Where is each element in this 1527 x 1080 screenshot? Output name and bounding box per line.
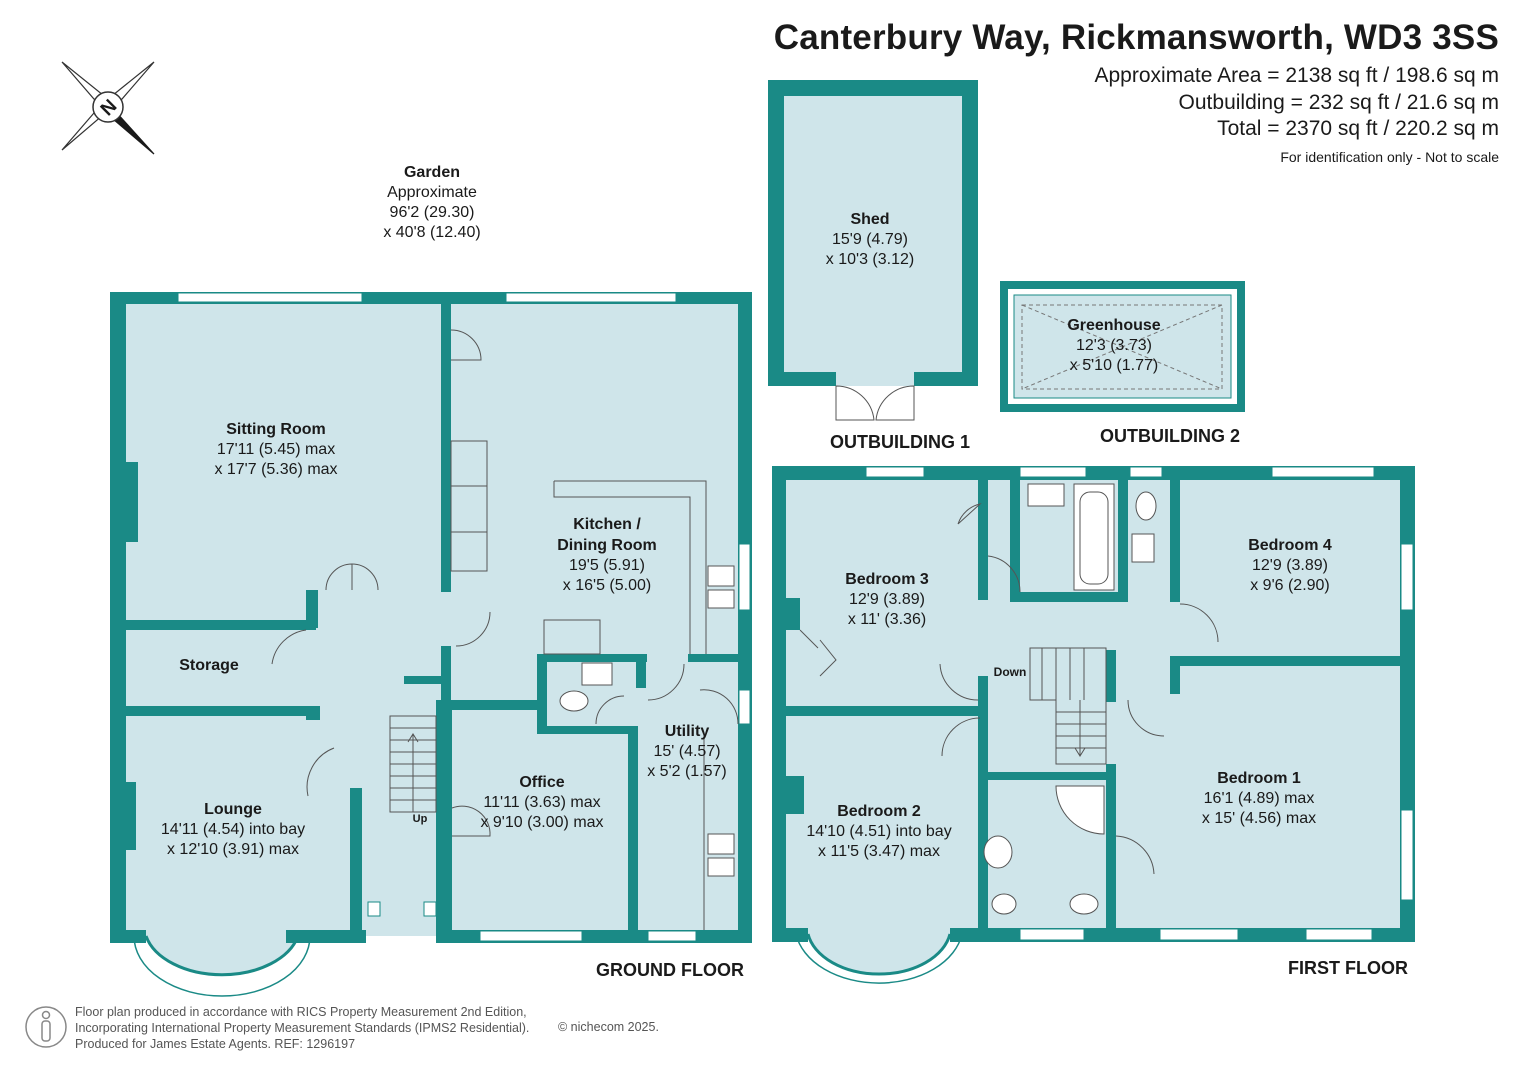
room-kitchen-name-2: Dining Room <box>557 537 657 554</box>
room-sitting-dim-1: 17'11 (5.45) max <box>217 441 335 458</box>
footer-line-3: Produced for James Estate Agents. REF: 1… <box>75 1037 356 1051</box>
garden-dim-1: Approximate <box>387 184 477 201</box>
room-greenhouse-dim-1: 12'3 (3.73) <box>1076 337 1152 354</box>
approximate-area: Approximate Area = 2138 sq ft / 198.6 sq… <box>1094 64 1500 87</box>
garden-name: Garden <box>404 164 460 181</box>
room-lounge-dim-2: x 12'10 (3.91) max <box>167 841 299 858</box>
room-bed3-dim-1: 12'9 (3.89) <box>849 591 925 608</box>
first-floor-label: FIRST FLOOR <box>1288 958 1408 978</box>
room-kitchen-dim-2: x 16'5 (5.00) <box>563 577 651 594</box>
room-bed4-dim-2: x 9'6 (2.90) <box>1250 577 1330 594</box>
footer-line-1: Floor plan produced in accordance with R… <box>75 1005 527 1019</box>
ground-floor-label: GROUND FLOOR <box>596 960 744 980</box>
compass-rose-icon: N <box>61 61 155 155</box>
room-bed2-name: Bedroom 2 <box>837 803 921 820</box>
room-lounge-name: Lounge <box>204 801 262 818</box>
room-shed-name: Shed <box>850 211 889 228</box>
garden-label: Garden Approximate 96'2 (29.30) x 40'8 (… <box>383 164 480 241</box>
room-utility-name: Utility <box>665 723 710 740</box>
garden-dim-3: x 40'8 (12.40) <box>383 224 480 241</box>
room-utility-dim-2: x 5'2 (1.57) <box>647 763 727 780</box>
room-lounge-dim-1: 14'11 (4.54) into bay <box>161 821 305 838</box>
room-bed4-name: Bedroom 4 <box>1248 537 1332 554</box>
outbuilding-1-plan: Shed 15'9 (4.79) x 10'3 (3.12) OUTBUILDI… <box>768 80 978 452</box>
room-greenhouse-dim-2: x 5'10 (1.77) <box>1070 357 1158 374</box>
room-kitchen-name-1: Kitchen / <box>573 516 641 533</box>
room-bed1-dim-2: x 15' (4.56) max <box>1202 810 1316 827</box>
room-bed2-dim-2: x 11'5 (3.47) max <box>818 843 940 860</box>
room-kitchen-dim-1: 19'5 (5.91) <box>569 557 645 574</box>
footer-line-2: Incorporating International Property Mea… <box>75 1021 530 1035</box>
total-area: Total = 2370 sq ft / 220.2 sq m <box>1217 117 1499 140</box>
outbuilding-1-label: OUTBUILDING 1 <box>830 432 970 452</box>
room-bed2-dim-1: 14'10 (4.51) into bay <box>806 823 951 840</box>
footer-copyright: © nichecom 2025. <box>558 1020 659 1034</box>
footer-text: Floor plan produced in accordance with R… <box>75 1004 529 1052</box>
outbuilding-area: Outbuilding = 232 sq ft / 21.6 sq m <box>1178 91 1499 114</box>
first-floor-plan: Down Bedroom 3 12'9 (3.89) x 11' (3.36) … <box>772 466 1415 984</box>
ground-floor-plan: Up Sitting Room 17'11 (5.45) max x 17'7 … <box>110 292 752 997</box>
outbuilding-2-plan: Greenhouse 12'3 (3.73) x 5'10 (1.77) OUT… <box>1000 281 1245 446</box>
room-greenhouse-name: Greenhouse <box>1067 317 1160 334</box>
room-shed-dim-2: x 10'3 (3.12) <box>826 251 914 268</box>
identification-note: For identification only - Not to scale <box>1280 149 1499 165</box>
property-address: Canterbury Way, Rickmansworth, WD3 3SS <box>773 18 1499 57</box>
stairs-down-label: Down <box>994 665 1027 679</box>
room-storage-name: Storage <box>179 657 239 674</box>
room-bed4-dim-1: 12'9 (3.89) <box>1252 557 1328 574</box>
room-sitting-name: Sitting Room <box>226 421 326 438</box>
room-bed3-name: Bedroom 3 <box>845 571 929 588</box>
outbuilding-2-label: OUTBUILDING 2 <box>1100 426 1240 446</box>
room-office-name: Office <box>519 774 564 791</box>
room-utility-dim-1: 15' (4.57) <box>653 743 720 760</box>
room-sitting-dim-2: x 17'7 (5.36) max <box>214 461 337 478</box>
room-bed1-name: Bedroom 1 <box>1217 770 1301 787</box>
stairs-up-label: Up <box>413 813 428 825</box>
room-office-dim-2: x 9'10 (3.00) max <box>480 814 603 831</box>
room-shed-dim-1: 15'9 (4.79) <box>832 231 908 248</box>
garden-dim-2: 96'2 (29.30) <box>390 204 475 221</box>
rics-logo-icon <box>25 1006 67 1048</box>
room-bed3-dim-2: x 11' (3.36) <box>848 611 926 628</box>
room-office-dim-1: 11'11 (3.63) max <box>483 794 600 811</box>
room-bed1-dim-1: 16'1 (4.89) max <box>1204 790 1315 807</box>
